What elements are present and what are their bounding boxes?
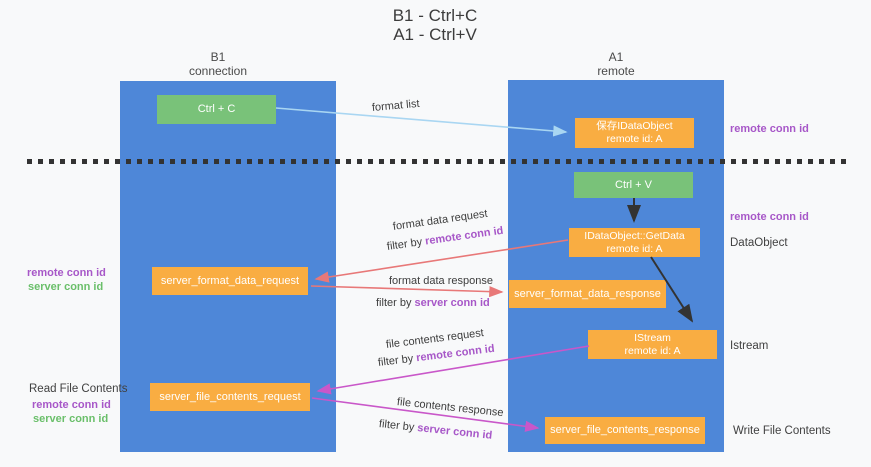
- istream-line1: IStream: [634, 331, 671, 344]
- annotation-istream: Istream: [730, 340, 769, 352]
- filter-by-text: filter by: [386, 236, 423, 253]
- title-line-2: A1 - Ctrl+V: [393, 25, 477, 44]
- ctrl-v-label: Ctrl + V: [615, 178, 652, 191]
- filter-by-text: filter by: [378, 418, 415, 434]
- save-idataobject-line2: remote id: A: [606, 133, 663, 145]
- filter-by-text: filter by: [376, 297, 412, 309]
- annotation-remote-conn-id-left2: remote conn id: [32, 399, 111, 411]
- edge-label-format-data-response: format data response: [389, 275, 493, 287]
- filter-by-text: filter by: [377, 352, 414, 369]
- annotation-remote-conn-id-mid: remote conn id: [730, 211, 809, 223]
- node-server-format-data-response: server_format_data_response: [509, 280, 666, 308]
- annotation-write-file-contents: Write File Contents: [733, 425, 831, 437]
- node-server-file-contents-request: server_file_contents_request: [150, 383, 310, 411]
- server-conn-id-text: server conn id: [416, 422, 493, 442]
- edge-label-file-contents-response: file contents response: [396, 396, 505, 420]
- getdata-line2: remote id: A: [606, 242, 663, 255]
- b1-subtitle: connection: [188, 64, 248, 78]
- annotation-read-file-contents: Read File Contents: [29, 383, 128, 395]
- dashed-separator: [27, 159, 847, 164]
- server-format-data-response-label: server_format_data_response: [514, 287, 661, 300]
- node-ctrl-v: Ctrl + V: [574, 172, 693, 198]
- annotation-server-conn-id-left1: server conn id: [28, 281, 104, 293]
- node-server-file-contents-response: server_file_contents_response: [545, 417, 705, 444]
- annotation-server-conn-id-left2: server conn id: [33, 413, 109, 425]
- edge-label-format-list: format list: [371, 97, 421, 114]
- diagram-title: B1 - Ctrl+C A1 - Ctrl+V: [300, 6, 570, 44]
- column-header-b1: B1 connection: [158, 50, 278, 78]
- node-save-idataobject: 保存IDataObject remote id: A: [575, 118, 694, 148]
- edge-label-filter-server-1: filter by server conn id: [376, 297, 490, 309]
- ctrl-c-label: Ctrl + C: [197, 103, 236, 115]
- node-ctrl-c: Ctrl + C: [157, 95, 276, 124]
- getdata-line1: IDataObject::GetData: [584, 229, 685, 242]
- column-header-a1: A1 remote: [556, 50, 676, 78]
- annotation-remote-conn-id-left1: remote conn id: [27, 267, 106, 279]
- annotation-remote-conn-id-top: remote conn id: [730, 123, 809, 135]
- title-line-1: B1 - Ctrl+C: [392, 6, 478, 25]
- server-file-contents-response-label: server_file_contents_response: [550, 424, 700, 436]
- server-format-data-request-label: server_format_data_request: [160, 274, 300, 287]
- annotation-dataobject: DataObject: [730, 237, 788, 249]
- node-istream: IStream remote id: A: [588, 330, 717, 359]
- b1-name: B1: [210, 50, 226, 64]
- server-conn-id-text: server conn id: [414, 297, 490, 309]
- istream-line2: remote id: A: [624, 344, 681, 357]
- remote-conn-id-text: remote conn id: [424, 224, 505, 248]
- edge-label-filter-server-2: filter by server conn id: [378, 418, 492, 442]
- node-server-format-data-request: server_format_data_request: [152, 267, 308, 295]
- save-idataobject-line1: 保存IDataObject: [596, 120, 673, 132]
- server-file-contents-request-label: server_file_contents_request: [159, 390, 301, 403]
- a1-subtitle: remote: [597, 64, 635, 78]
- a1-name: A1: [608, 50, 624, 64]
- node-idataobject-getdata: IDataObject::GetData remote id: A: [569, 228, 700, 257]
